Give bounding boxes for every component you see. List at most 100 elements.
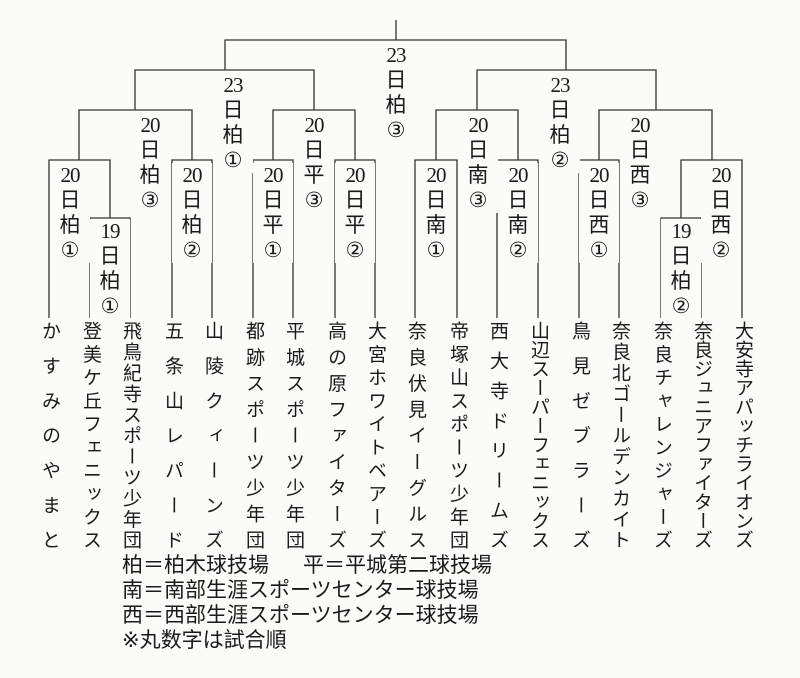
team-name: 大宮ホワイトベアーズ [365, 321, 386, 549]
match-day: 日 [588, 188, 610, 212]
match-date: 20 [304, 113, 325, 137]
match-date: 20 [468, 113, 489, 137]
match-date: 20 [711, 163, 732, 187]
team-name: 奈良ジュニアファイターズ [691, 321, 712, 549]
match-venue: 柏 [670, 269, 692, 293]
match-order: ② [182, 238, 202, 262]
match-date: 20 [630, 113, 651, 137]
legend-kashiwa: 柏＝柏木球技場 [122, 554, 269, 577]
match-order: ③ [468, 188, 488, 212]
legend-nishi: 西＝西部生涯スポーツセンター球技場 [122, 604, 479, 627]
match-date: 19 [100, 219, 121, 243]
match-day: 日 [303, 138, 325, 162]
team-name: 大安寺アパッチライオンズ [732, 321, 753, 549]
match-venue: 柏 [139, 163, 161, 187]
team-name: 奈良チャレンジャーズ [651, 321, 672, 549]
match-date: 20 [508, 163, 529, 187]
match-venue: 平 [303, 163, 325, 187]
match-date: 23 [386, 43, 407, 67]
match-venue: 南 [507, 213, 529, 237]
match-line [476, 69, 657, 110]
match-day: 日 [181, 188, 203, 212]
match-day: 日 [549, 98, 571, 122]
team-name: 登美ケ丘フェニックス [80, 321, 101, 549]
team-name: 鳥見ゼブラーズ [569, 321, 590, 549]
match-order: ① [263, 238, 283, 262]
match-order: ① [426, 238, 446, 262]
legend-hira: 平＝平城第二球技場 [303, 554, 492, 577]
match-date: 20 [589, 163, 610, 187]
team-name: 高の原ファイターズ [325, 321, 346, 549]
match-day: 日 [670, 244, 692, 268]
match-venue: 西 [588, 213, 610, 237]
match-day: 日 [139, 138, 161, 162]
match-day: 日 [710, 188, 732, 212]
match-day: 日 [507, 188, 529, 212]
team-name: 山辺スーパーフェニックス [528, 321, 549, 549]
match-venue: 平 [344, 213, 366, 237]
match-date: 20 [60, 163, 81, 187]
match-venue: 西 [629, 163, 651, 187]
match-date: 23 [550, 73, 571, 97]
match-order: ③ [304, 188, 324, 212]
match-day: 日 [385, 68, 407, 92]
match-venue: 柏 [99, 269, 121, 293]
legend-note: ※丸数字は試合順 [122, 629, 287, 652]
team-name: 奈良北ゴールデンカイト [609, 321, 630, 549]
match-order: ① [223, 148, 243, 172]
team-name: 奈良伏見イーグルス [405, 321, 426, 549]
venue-legend: 柏＝柏木球技場 平＝平城第二球技場 南＝南部生涯スポーツセンター球技場 西＝西部生… [122, 553, 492, 653]
legend-minami: 南＝南部生涯スポーツセンター球技場 [122, 579, 479, 602]
match-order: ② [711, 238, 731, 262]
match-day: 日 [262, 188, 284, 212]
match-date: 20 [263, 163, 284, 187]
team-name: 平城スポーツ少年団 [283, 321, 304, 549]
match-venue: 南 [467, 163, 489, 187]
match-order: ② [671, 294, 691, 318]
team-name: 五条山レパード [162, 321, 183, 549]
team-name: 山陵クィーンズ [202, 321, 223, 549]
match-day: 日 [344, 188, 366, 212]
team-name: 西大寺ドリームズ [487, 321, 508, 549]
match-order: ③ [140, 188, 160, 212]
team-name: かすみのやまと [39, 321, 60, 549]
match-order: ① [100, 294, 120, 318]
match-day: 日 [629, 138, 651, 162]
match-date: 19 [671, 219, 692, 243]
match-venue: 柏 [59, 213, 81, 237]
match-order: ① [60, 238, 80, 262]
match-date: 20 [345, 163, 366, 187]
team-name: 飛鳥紀寺スポーツ少年団 [120, 321, 141, 549]
match-venue: 柏 [385, 93, 407, 117]
match-day: 日 [425, 188, 447, 212]
match-venue: 柏 [222, 123, 244, 147]
team-name: 都跡スポーツ少年団 [243, 321, 264, 549]
team-name: 帝塚山スポーツ少年団 [447, 321, 468, 549]
match-order: ② [550, 148, 570, 172]
match-day: 日 [99, 244, 121, 268]
match-day: 日 [467, 138, 489, 162]
match-day: 日 [59, 188, 81, 212]
match-date: 20 [140, 113, 161, 137]
match-order: ② [345, 238, 365, 262]
match-day: 日 [222, 98, 244, 122]
match-date: 23 [223, 73, 244, 97]
match-venue: 柏 [181, 213, 203, 237]
